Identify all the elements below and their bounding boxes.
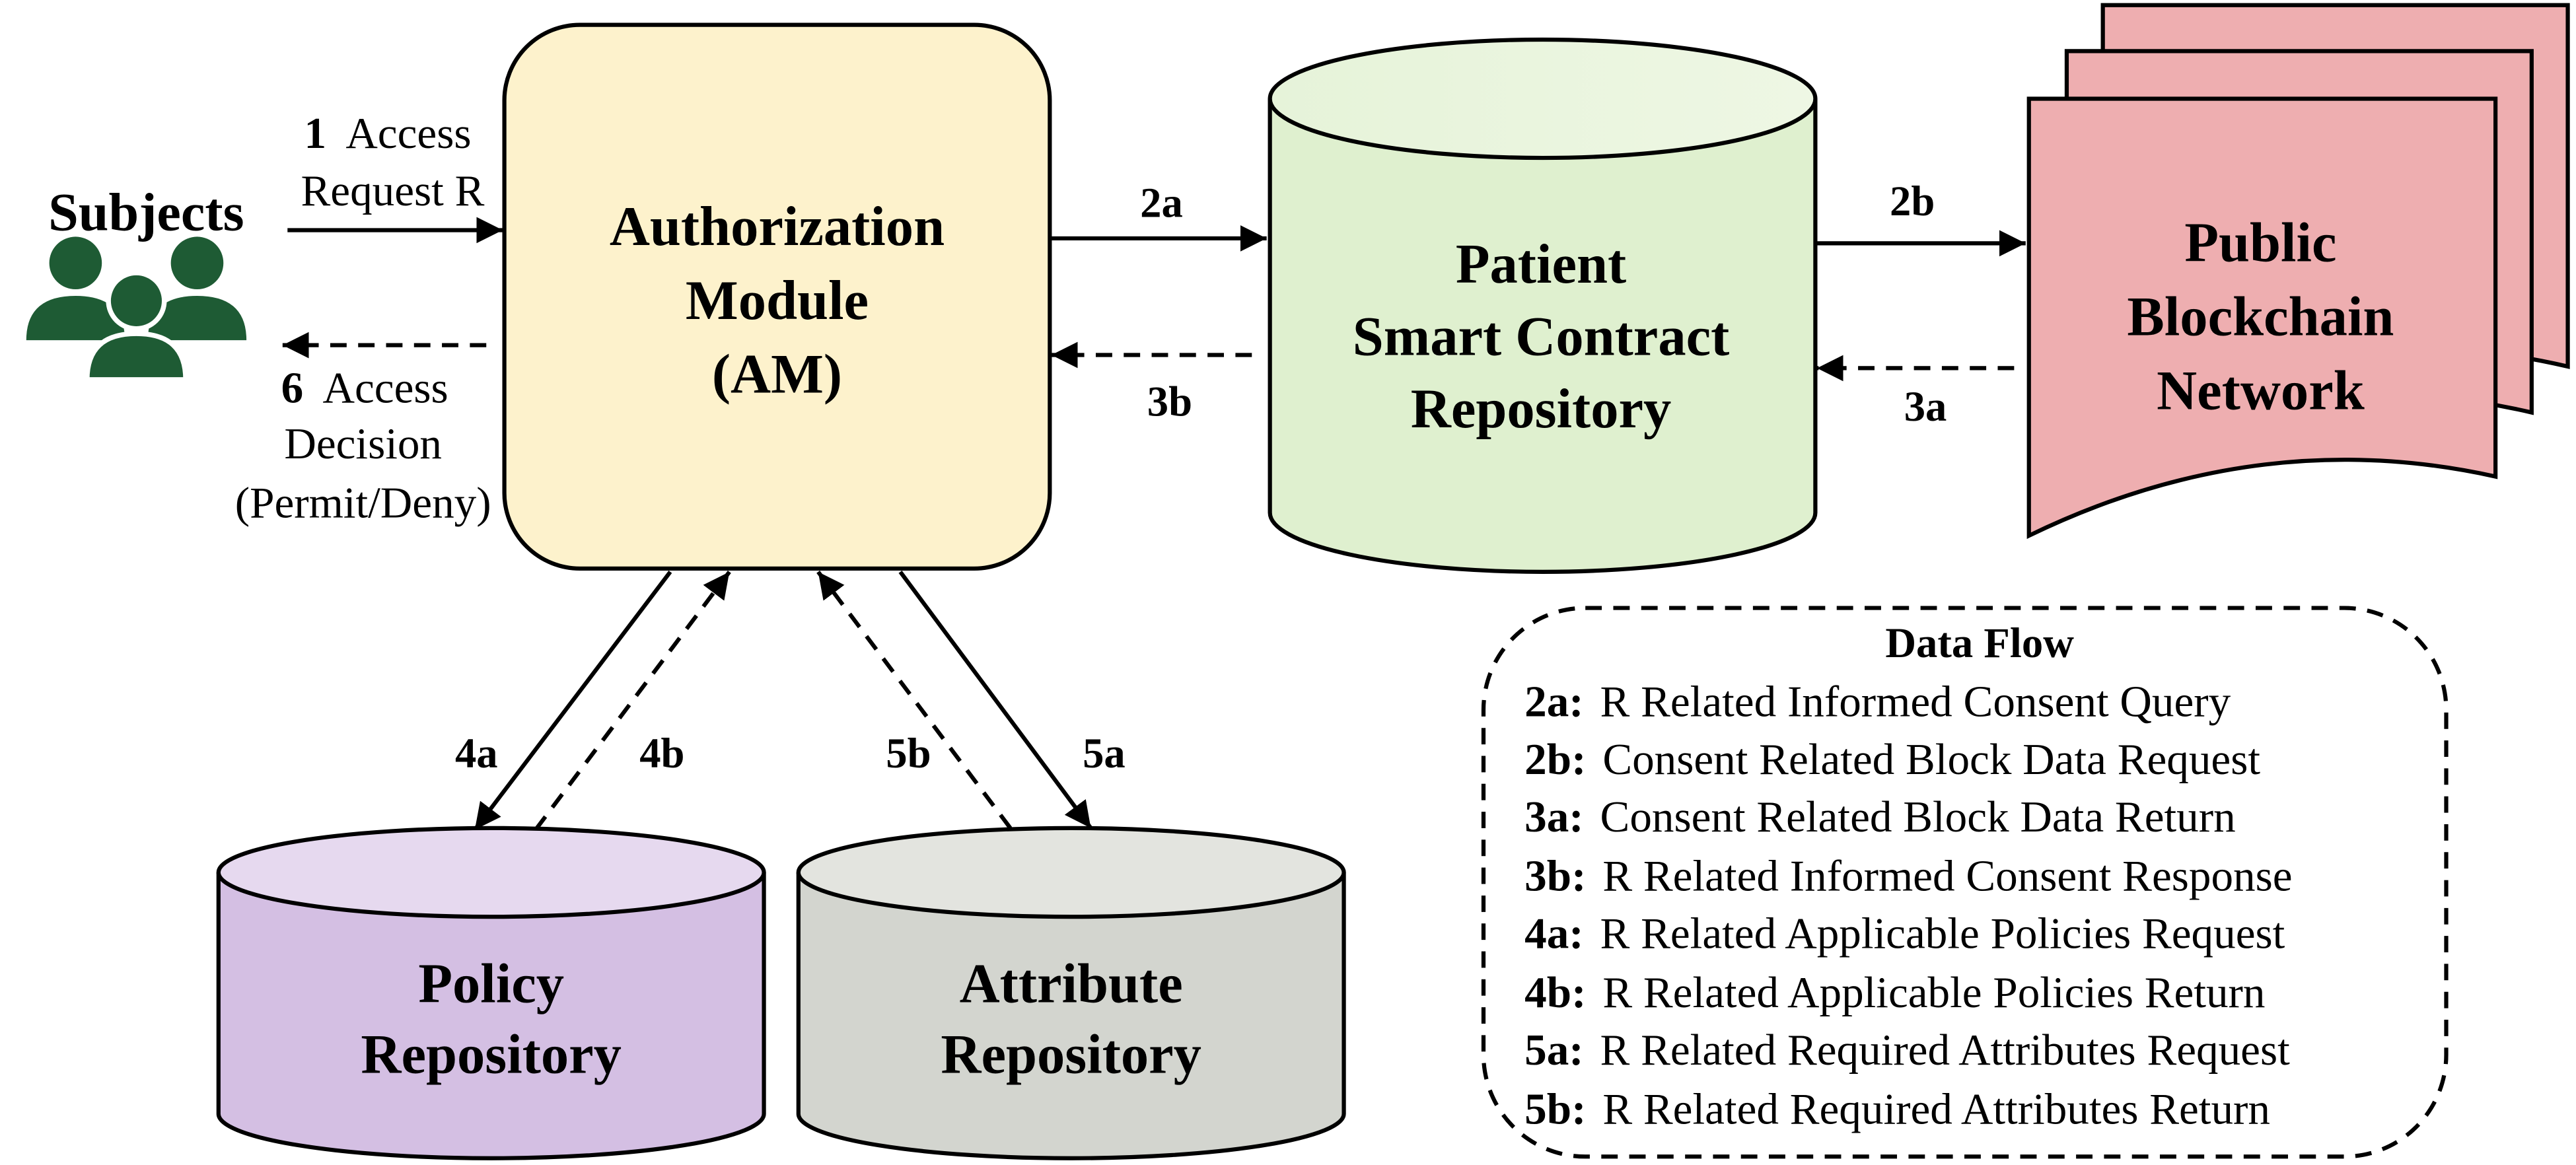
attribute-label-line2: Repository: [941, 1024, 1201, 1085]
flow-1-line1: Access: [345, 108, 471, 158]
legend-item-code: 4b:: [1524, 968, 1586, 1017]
edge-2a-label: 2a: [1140, 179, 1183, 227]
patient-label-line2: Smart Contract: [1353, 306, 1730, 368]
flow-1-label: 1 Access: [304, 108, 472, 158]
legend-item-code: 2a:: [1524, 677, 1584, 726]
subjects-label: Subjects: [48, 182, 244, 242]
legend-item: 2a: R Related Informed Consent Query: [1524, 677, 2231, 726]
legend-item-text: R Related Informed Consent Response: [1602, 851, 2292, 900]
legend-item-code: 5a:: [1524, 1025, 1584, 1075]
legend-item-text: R Related Required Attributes Return: [1602, 1084, 2270, 1134]
flow-6-number: 6: [281, 363, 304, 413]
flow-1-line2: Request R: [301, 166, 485, 215]
edge-2b-label: 2b: [1890, 177, 1935, 225]
am-label-line3: (AM): [712, 344, 842, 406]
data-flow-legend-box: [1481, 606, 2449, 1159]
edge-5a-label: 5a: [1083, 729, 1126, 777]
flow-6-label: 6 Access: [281, 363, 448, 413]
legend-item: 3a: Consent Related Block Data Return: [1524, 792, 2236, 841]
attribute-repository: [796, 826, 1346, 1160]
legend-item: 2b: Consent Related Block Data Request: [1524, 734, 2260, 784]
flow-6-line1: Access: [322, 363, 448, 413]
am-label-line2: Module: [686, 270, 869, 332]
edge-3a-label: 3a: [1904, 382, 1947, 430]
edge-5b-arrow: [816, 570, 1013, 830]
legend-item-text: R Related Required Attributes Request: [1600, 1025, 2291, 1075]
legend-item-code: 2b:: [1524, 734, 1586, 784]
legend-items: 2a: R Related Informed Consent Query 2b:…: [1524, 677, 2292, 1134]
policy-repository: [216, 826, 766, 1160]
flow-6-line2: Decision: [284, 419, 442, 468]
legend-item-code: 3b:: [1524, 851, 1586, 900]
edge-5b-label: 5b: [886, 729, 931, 777]
patient-smart-contract-repository: [1268, 37, 1818, 574]
legend-item: 3b: R Related Informed Consent Response: [1524, 851, 2292, 900]
authorization-module-box: [502, 22, 1052, 571]
public-blockchain-network: [2026, 3, 2570, 540]
legend-item-text: Consent Related Block Data Return: [1600, 792, 2236, 841]
patient-label-line1: Patient: [1456, 234, 1626, 295]
blockchain-label-line1: Public: [2184, 213, 2336, 274]
legend-item-text: R Related Applicable Policies Request: [1600, 908, 2285, 958]
policy-label-line2: Repository: [361, 1024, 622, 1085]
legend-title: Data Flow: [1885, 619, 2074, 666]
legend-item-code: 3a:: [1524, 792, 1584, 841]
blockchain-label-line3: Network: [2157, 361, 2365, 422]
legend-item-text: Consent Related Block Data Request: [1602, 734, 2260, 784]
edge-4b-label: 4b: [639, 729, 684, 777]
legend-item: 5b: R Related Required Attributes Return: [1524, 1084, 2270, 1134]
policy-label-line1: Policy: [418, 953, 564, 1014]
legend-item: 4a: R Related Applicable Policies Reques…: [1524, 908, 2285, 958]
legend-item-text: R Related Informed Consent Query: [1600, 677, 2231, 726]
edge-4a-arrow: [473, 570, 672, 831]
legend-item-text: R Related Applicable Policies Return: [1602, 968, 2265, 1017]
edge-4b-arrow: [534, 570, 731, 831]
am-label-line1: Authorization: [610, 196, 945, 258]
flow-6-line3: (Permit/Deny): [235, 478, 491, 528]
edge-4a-label: 4a: [455, 729, 498, 777]
legend-item: 4b: R Related Applicable Policies Return: [1524, 968, 2265, 1017]
flow-1-number: 1: [304, 108, 327, 158]
legend-item-code: 4a:: [1524, 908, 1584, 958]
legend-item: 5a: R Related Required Attributes Reques…: [1524, 1025, 2290, 1075]
patient-label-line3: Repository: [1411, 378, 1672, 440]
edge-5a-arrow: [898, 570, 1093, 830]
people-group-icon: [26, 236, 247, 382]
legend-item-code: 5b:: [1524, 1084, 1586, 1134]
edge-3b-label: 3b: [1147, 378, 1192, 425]
blockchain-label-line2: Blockchain: [2127, 287, 2394, 348]
attribute-label-line1: Attribute: [960, 953, 1183, 1014]
